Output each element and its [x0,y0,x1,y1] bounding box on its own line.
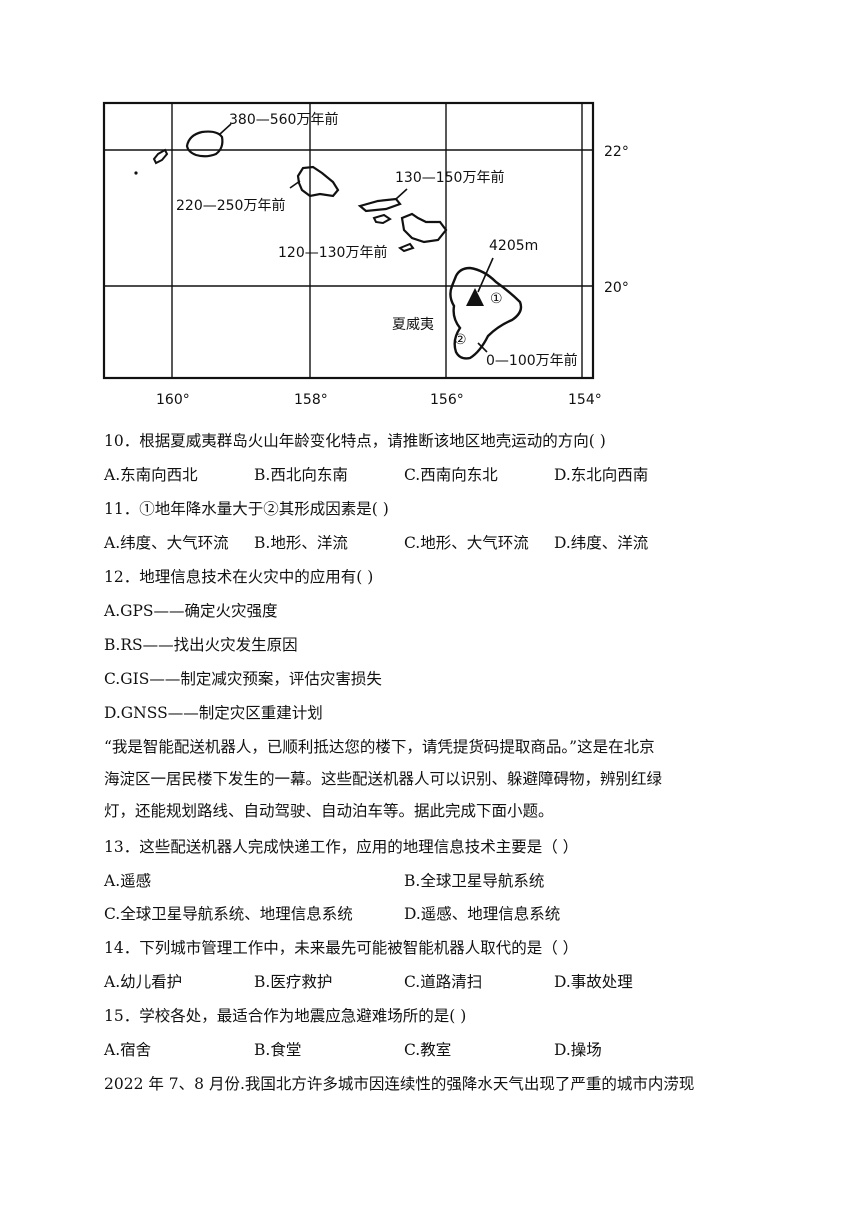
q14-option-a: A.幼儿看护 [104,973,183,991]
hawaii-islands-map: 380—560万年前 220—250万年前 130—150万年前 120—130… [102,101,629,408]
age-label-kauai: 380—560万年前 [229,111,338,128]
q13-option-d: D.遥感、地理信息系统 [404,905,561,923]
q15-option-b: B.食堂 [254,1041,302,1059]
lon-label-154: 154° [568,392,602,408]
age-label-hawaii: 0—100万年前 [486,352,578,369]
marker-1: ① [490,291,503,307]
age-label-maui: 120—130万年前 [278,244,387,261]
q14-option-b: B.医疗救护 [254,973,333,991]
question-15-stem: 15．学校各处，最适合作为地震应急避难场所的是( ) [104,1007,467,1025]
robot-passage-line-3: 灯，还能规划路线、自动驾驶、自动泊车等。据此完成下面小题。 [104,802,554,820]
q12-option-c: C.GIS——制定减灾预案，评估灾害损失 [104,670,382,688]
hawaii-leader [477,342,488,353]
flood-passage-line: 2022 年 7、8 月份.我国北方许多城市因连续性的强降水天气出现了严重的城市… [104,1075,695,1093]
mauna-kea-peak-icon [466,288,484,306]
q12-option-a: A.GPS——确定火灾强度 [104,602,278,620]
lat-label-22: 22° [604,144,629,160]
q10-option-a: A.东南向西北 [104,466,198,484]
q10-option-d: D.东北向西南 [554,466,649,484]
age-label-molokai: 130—150万年前 [395,169,504,186]
niihau-dot [134,171,138,175]
q12-option-d: D.GNSS——制定灾区重建计划 [104,704,323,722]
q14-option-c: C.道路清扫 [404,973,483,991]
question-13-stem: 13．这些配送机器人完成快递工作，应用的地理信息技术主要是（ ） [104,838,579,856]
age-label-oahu: 220—250万年前 [176,197,285,214]
peak-leader [477,257,494,293]
question-12-stem: 12．地理信息技术在火灾中的应用有( ) [104,568,374,586]
maui-island [400,212,448,244]
island-name-label: 夏威夷 [392,317,434,333]
question-14-stem: 14．下列城市管理工作中，未来最先可能被智能机器人取代的是（ ） [104,939,579,957]
q13-option-a: A.遥感 [104,872,152,890]
q12-option-b: B.RS——找出火灾发生原因 [104,636,298,654]
oahu-leader [289,180,301,189]
q10-option-b: B.西北向东南 [254,466,348,484]
q11-option-d: D.纬度、洋流 [554,534,649,552]
robot-passage-line-1: “我是智能配送机器人，已顺利抵达您的楼下，请凭提货码提取商品。”这是在北京 [104,738,655,756]
kauai-island [185,130,224,158]
lat-label-20: 20° [604,280,629,296]
niihau-island [152,148,169,165]
lon-label-158: 158° [294,392,328,408]
molokai-leader [395,188,408,200]
q11-option-c: C.地形、大气环流 [404,534,529,552]
q13-option-b: B.全球卫星导航系统 [404,872,545,890]
question-11-stem: 11．①地年降水量大于②其形成因素是( ) [104,500,389,518]
hawaii-big-island [449,266,523,360]
marker-2: ② [454,332,467,348]
lon-label-156: 156° [430,392,464,408]
kauai-leader [219,123,232,135]
kahoolawe-island [397,242,415,253]
q15-option-c: C.教室 [404,1041,452,1059]
q14-option-d: D.事故处理 [554,973,633,991]
q11-option-b: B.地形、洋流 [254,534,348,552]
lanai-island [372,213,392,225]
lon-label-160: 160° [156,392,190,408]
map-frame [102,101,595,380]
q15-option-d: D.操场 [554,1041,602,1059]
peak-elevation-label: 4205m [489,238,538,254]
q10-option-c: C.西南向东北 [404,466,498,484]
molokai-island [357,197,402,213]
q13-option-c: C.全球卫星导航系统、地理信息系统 [104,905,353,923]
q15-option-a: A.宿舍 [104,1041,152,1059]
robot-passage-line-2: 海淀区一居民楼下发生的一幕。这些配送机器人可以识别、躲避障碍物，辨别红绿 [104,770,663,788]
q11-option-a: A.纬度、大气环流 [104,534,229,552]
oahu-island [296,165,340,198]
question-10-stem: 10．根据夏威夷群岛火山年龄变化特点，请推断该地区地壳运动的方向( ) [104,432,606,450]
